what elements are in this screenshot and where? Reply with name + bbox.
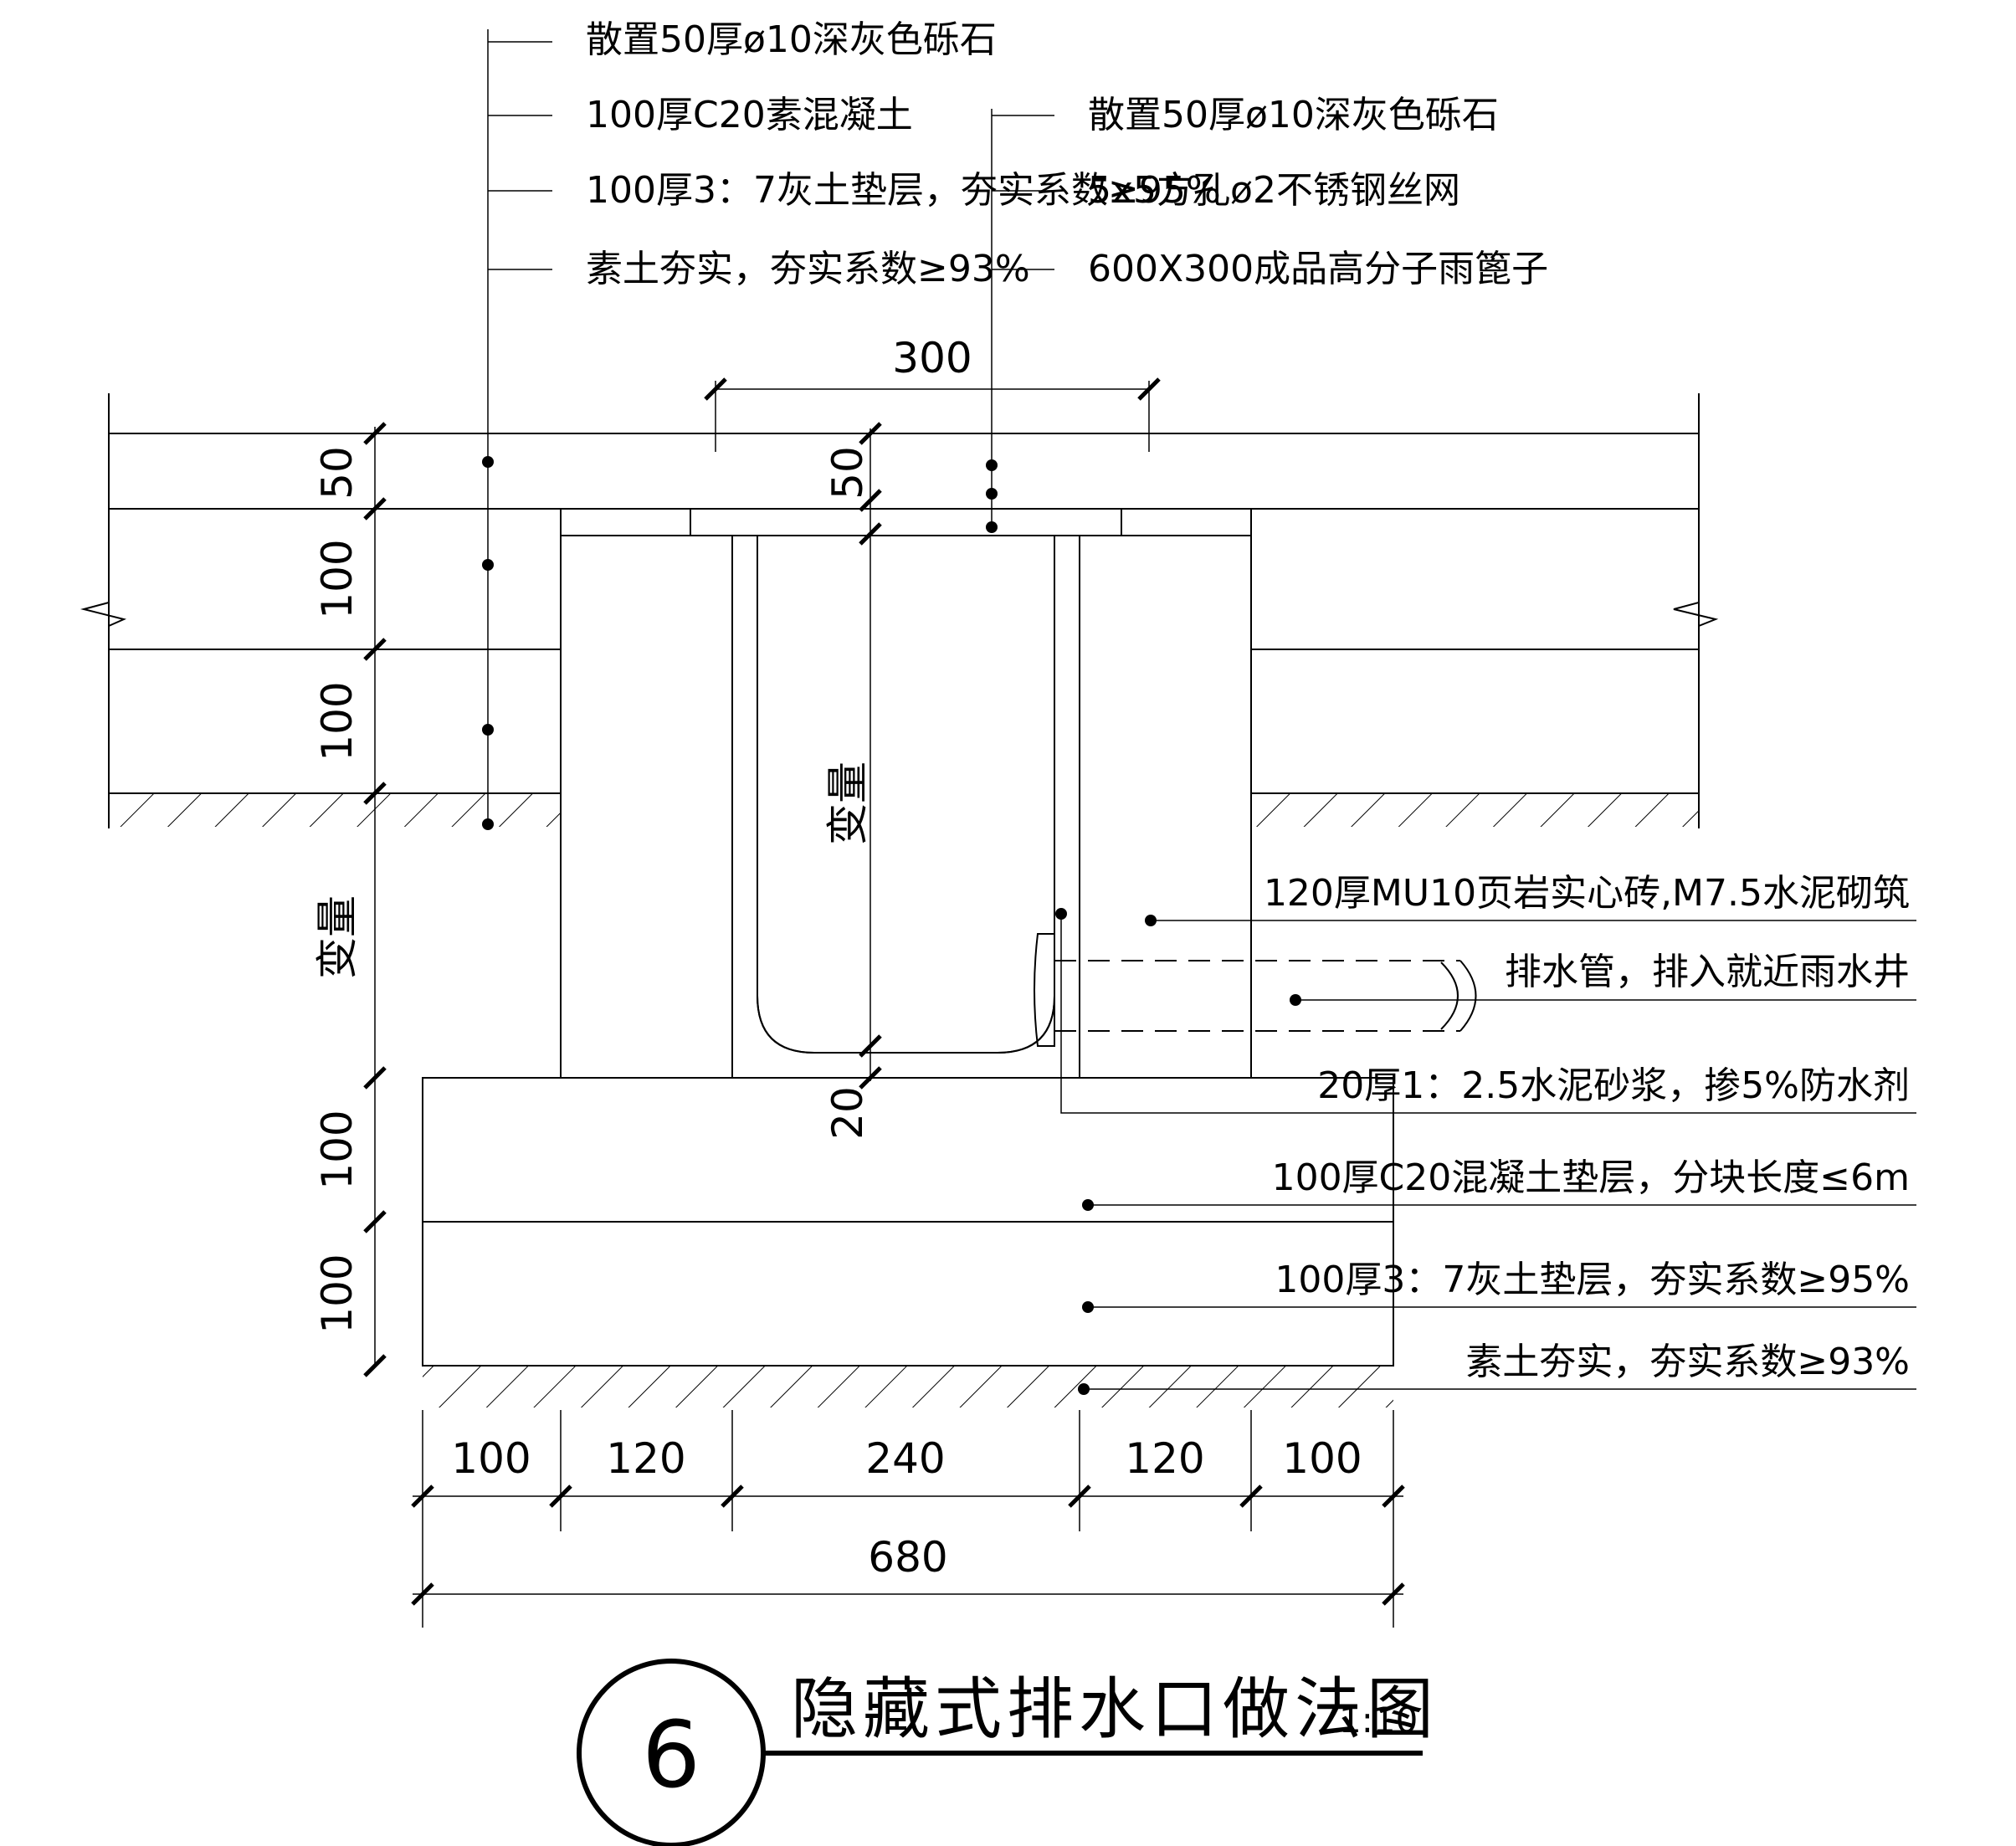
mortar-lining	[731, 535, 1080, 1079]
left-leaders	[482, 29, 552, 830]
footing-concrete	[422, 1077, 1394, 1223]
top-right-label-1: 5x5方孔ø2不锈钢丝网	[1088, 169, 1460, 212]
top-left-label-1: 100厚C20素混凝土	[586, 94, 913, 136]
drawing-title: 隐藏式排水口做法图	[791, 1670, 1439, 1748]
right-lime-soil-layer	[1250, 649, 1700, 794]
top-left-label-3: 素土夯实，夯实系数≥93%	[586, 248, 1030, 290]
dim-bottom-total: 680	[868, 1533, 947, 1582]
top-right-label-2: 600X300成品高分子雨篦子	[1088, 248, 1548, 290]
grate-mesh	[690, 508, 1122, 536]
drawing-scale: 1:10	[1339, 1700, 1418, 1741]
dim-bottom-1: 120	[606, 1434, 685, 1483]
right-label-4: 100厚3：7灰土垫层，夯实系数≥95%	[1275, 1259, 1910, 1301]
left-brick-wall	[560, 535, 733, 1079]
inner-vertical-dimensions	[859, 422, 882, 1090]
bottom-dimensions	[411, 1410, 1405, 1628]
dim-inner-bottom: 20	[823, 1086, 872, 1140]
right-break-line	[1673, 393, 1719, 828]
title-block	[577, 1659, 1423, 1846]
right-label-5: 素土夯实，夯实系数≥93%	[1465, 1341, 1910, 1383]
channel-walls	[560, 508, 1477, 1079]
dim-footing-lime: 100	[313, 1254, 362, 1333]
dim-left-base: 100	[313, 681, 362, 761]
inner-channel	[757, 536, 1055, 1054]
top-left-label-0: 散置50厚ø10深灰色砾石	[586, 18, 997, 61]
dim-left-slab: 100	[313, 539, 362, 618]
drain-pipe	[1034, 933, 1477, 1047]
footing-compacted-soil	[423, 1366, 1393, 1408]
top-right-leaders	[986, 109, 1054, 533]
right-label-3: 100厚C20混凝土垫层，分块长度≤6m	[1272, 1156, 1910, 1199]
ground-layers	[80, 393, 1719, 828]
dim-bottom-3: 120	[1125, 1434, 1204, 1483]
dim-bottom-2: 240	[865, 1434, 945, 1483]
top-left-label-2: 100厚3：7灰土垫层，夯实系数≥95%	[586, 169, 1221, 212]
right-brick-wall	[1079, 535, 1252, 1079]
detail-number: 6	[642, 1701, 700, 1808]
top-right-label-0: 散置50厚ø10深灰色砾石	[1088, 94, 1499, 136]
dim-footing-concrete: 100	[313, 1110, 362, 1189]
top-dimension-value: 300	[892, 334, 972, 382]
dim-left-gravel: 50	[313, 446, 362, 500]
footing-lime-soil	[422, 1221, 1394, 1367]
right-leaders	[1055, 908, 1916, 1395]
top-dimension	[704, 377, 1161, 452]
left-vertical-dimensions	[363, 422, 387, 1377]
dim-bottom-4: 100	[1282, 1434, 1362, 1483]
right-label-0: 120厚MU10页岩实心砖,M7.5水泥砌筑	[1264, 872, 1910, 915]
left-break-line	[80, 393, 127, 828]
right-label-1: 排水管，排入就近雨水井	[1505, 951, 1910, 993]
dim-bottom-0: 100	[451, 1434, 531, 1483]
right-label-2: 20厚1：2.5水泥砂浆，掺5%防水剂	[1317, 1064, 1910, 1107]
right-compacted-soil	[1251, 793, 1699, 827]
right-concrete-slab	[1250, 508, 1700, 650]
dim-left-variable: 变量	[313, 895, 362, 979]
dim-inner-variable: 变量	[823, 761, 872, 845]
dim-inner-top: 50	[823, 446, 872, 500]
footing	[422, 1077, 1394, 1408]
